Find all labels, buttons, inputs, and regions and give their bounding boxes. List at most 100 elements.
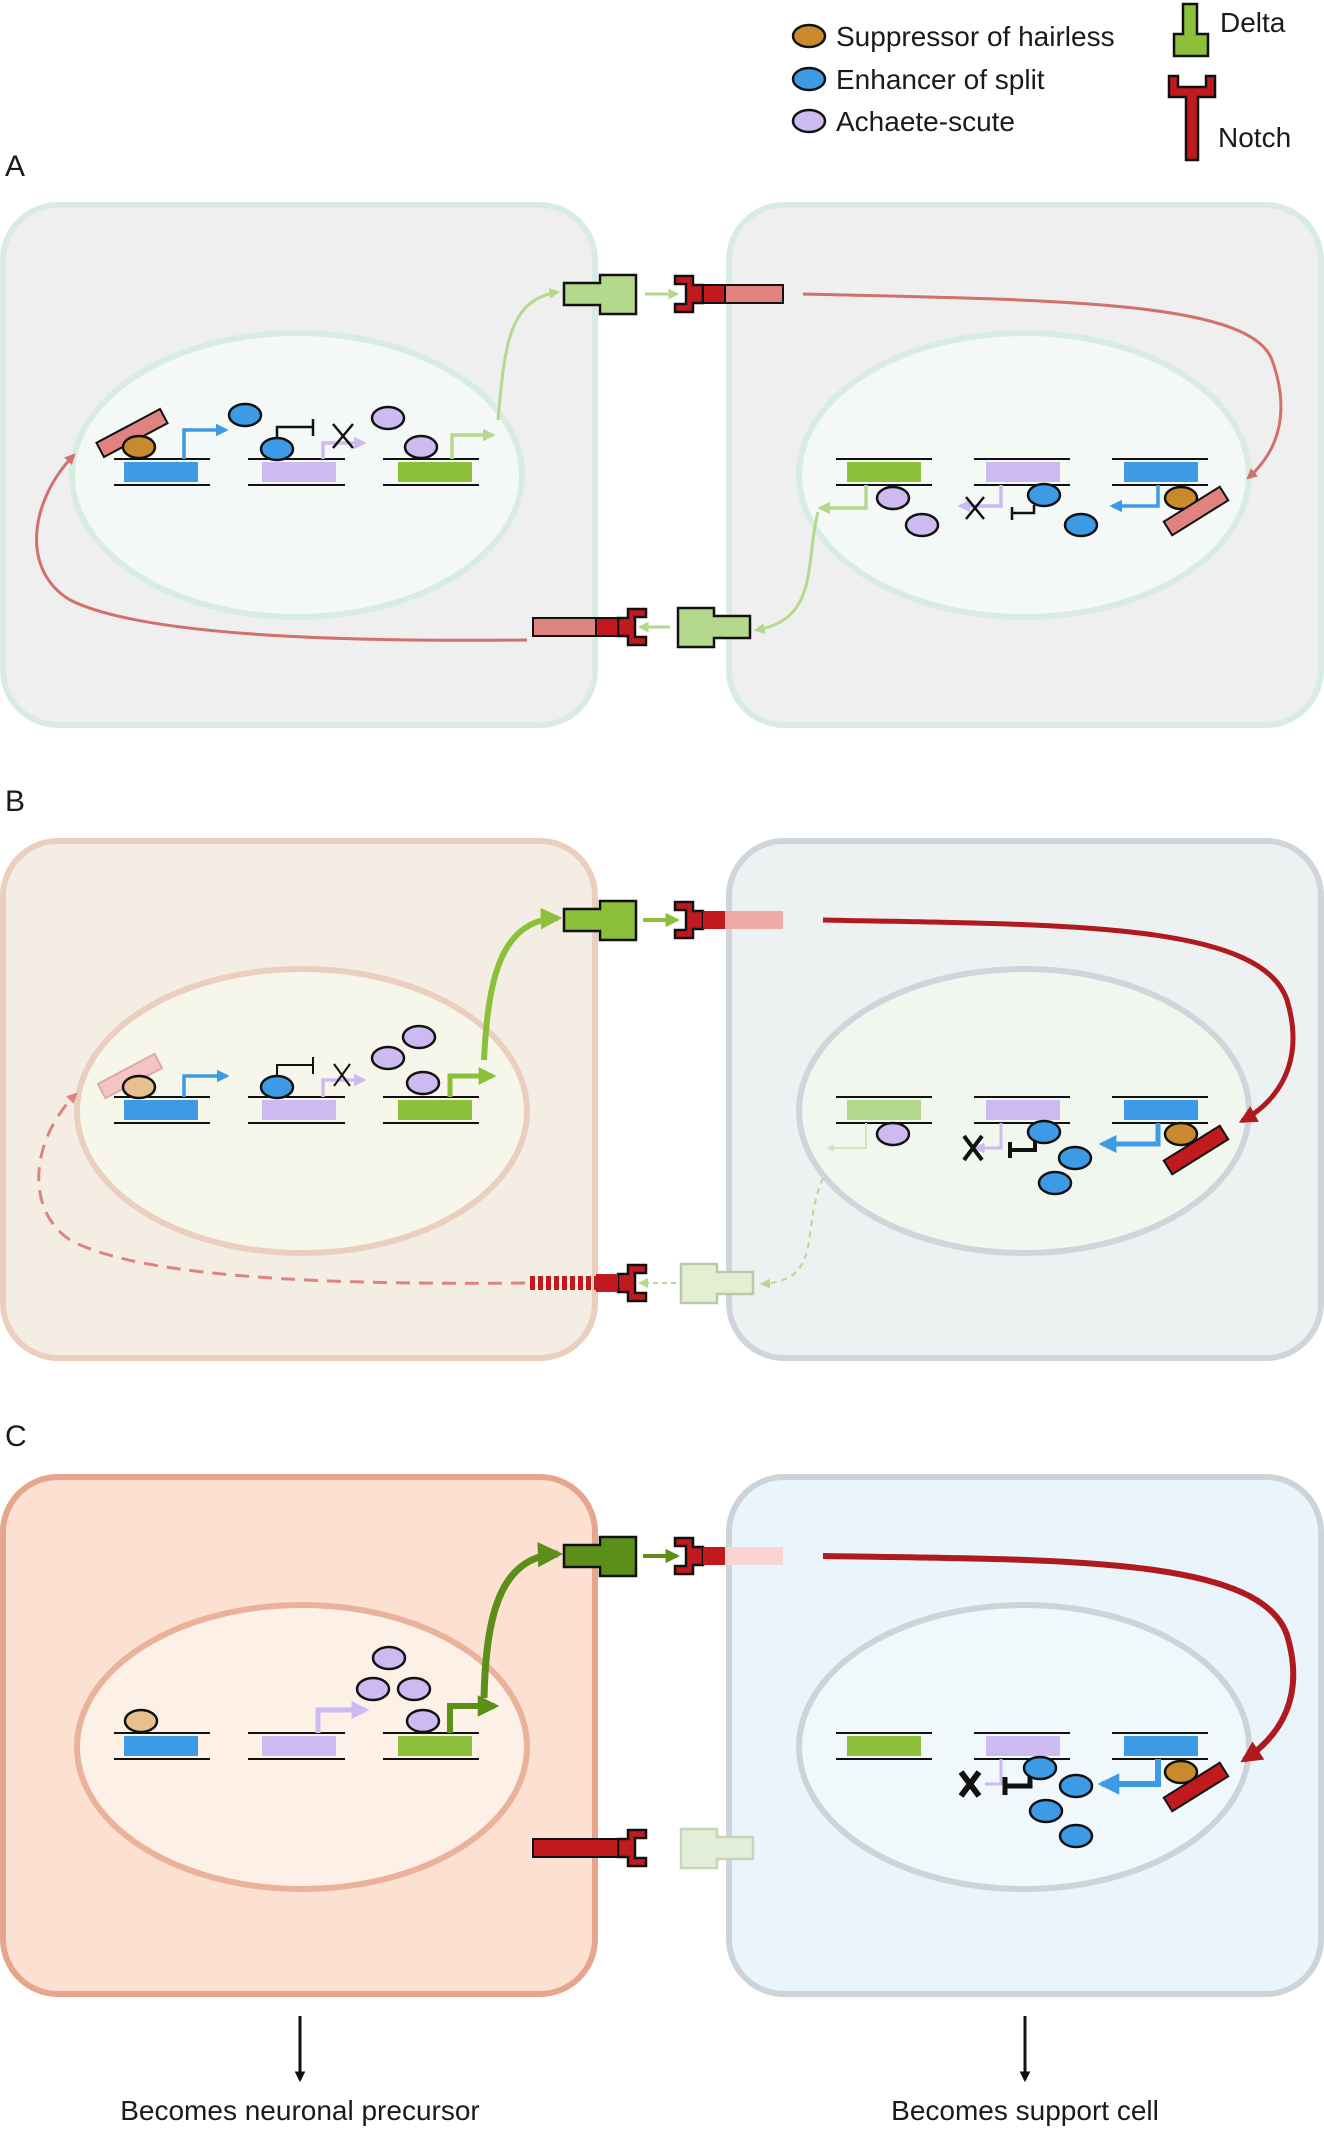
legend-label-enhancer: Enhancer of split <box>836 64 1045 95</box>
delta-export-arrow <box>481 907 563 1061</box>
enhancer-protein <box>227 402 263 428</box>
notch-signal-arrow <box>35 453 528 642</box>
blocked-x-icon <box>332 423 354 449</box>
notch-receptor-icon <box>673 900 705 940</box>
enhancer-protein <box>1026 482 1062 508</box>
blocked-x-icon <box>962 1134 984 1162</box>
enhancer-protein <box>1057 1145 1093 1171</box>
panel-label-c: C <box>5 1420 27 1453</box>
panel-label-b: B <box>5 785 25 818</box>
notch-intracellular-fragment <box>1162 1761 1230 1813</box>
notch-intracellular-fragment <box>1162 1124 1230 1176</box>
delta-export-arrow <box>496 288 561 421</box>
enhancer-protein <box>259 436 295 462</box>
suppressor-protein <box>123 1708 159 1734</box>
delta-ligand-icon <box>676 606 752 649</box>
notch-receptor-icon <box>673 274 705 314</box>
achaete-protein <box>401 1024 437 1050</box>
panel-label-a: A <box>5 150 25 183</box>
repression-bar <box>276 1057 314 1076</box>
achaete-protein <box>875 485 911 511</box>
notch-signal-arrow <box>37 1092 526 1285</box>
panel-c: C <box>0 1420 1324 1997</box>
notch-receptor-icon <box>673 1536 705 1576</box>
achaete-protein <box>370 1045 406 1071</box>
notch-signal-arrow <box>822 1553 1297 1763</box>
legend-item-suppressor: Suppressor of hairless <box>791 21 1115 52</box>
enhancer-protein <box>1028 1798 1064 1824</box>
achaete-swatch <box>791 108 827 134</box>
achaete-protein <box>405 1708 441 1734</box>
achaete-protein <box>405 1070 441 1096</box>
achaete-gene <box>973 1096 1070 1154</box>
notch-signal-arrow <box>802 292 1283 480</box>
suppressor-protein <box>1163 1759 1199 1785</box>
delta-gene <box>383 1695 500 1760</box>
notch-tail <box>532 1838 619 1858</box>
delta-ligand-icon <box>679 1262 755 1305</box>
panel-b: B <box>0 785 1324 1361</box>
legend-item-enhancer: Enhancer of split <box>791 64 1045 95</box>
suppressor-protein <box>1163 1121 1199 1147</box>
notch-receptor-icon <box>616 607 648 647</box>
delta-gene <box>817 458 932 515</box>
enhancer-protein <box>1058 1823 1094 1849</box>
delta-legend-icon <box>1172 2 1210 58</box>
suppressor-protein <box>1163 485 1199 511</box>
suppressor-protein <box>121 1074 157 1100</box>
suppressor-protein <box>121 434 157 460</box>
achaete-protein <box>355 1676 391 1702</box>
enhancer-protein <box>1058 1773 1094 1799</box>
enhancer-gene <box>1098 1096 1208 1153</box>
delta-gene <box>836 1732 932 1760</box>
enhancer-swatch <box>791 66 827 92</box>
enhancer-gene <box>1109 458 1208 513</box>
delta-gene <box>383 428 496 486</box>
delta-export-arrow <box>480 1542 564 1699</box>
achaete-protein <box>371 1645 407 1671</box>
enhancer-protein <box>1026 1119 1062 1145</box>
notch-tail <box>702 284 726 304</box>
repression-bar <box>275 419 315 437</box>
delta-ligand-icon <box>562 273 638 316</box>
blocked-x-icon <box>965 496 985 520</box>
delta-ligand-icon <box>562 1535 638 1578</box>
notch-tail <box>596 1274 618 1292</box>
notch-legend-icon <box>1167 74 1217 162</box>
enhancer-gene <box>114 1732 210 1760</box>
notch-tail <box>595 617 619 637</box>
notch-intracellular-fragment <box>725 911 783 929</box>
legend-label-notch: Notch <box>1218 122 1291 153</box>
enhancer-protein <box>1022 1755 1058 1781</box>
enhancer-gene <box>1097 1732 1208 1795</box>
outcome-right-label: Becomes support cell <box>891 2095 1159 2126</box>
delta-ligand-icon <box>679 1827 755 1870</box>
delta-ligand-icon <box>562 899 638 942</box>
suppressor-swatch <box>791 23 827 49</box>
achaete-protein <box>403 434 439 460</box>
enhancer-protein <box>259 1074 295 1100</box>
legend-label-delta: Delta <box>1220 7 1286 38</box>
notch-intracellular-fragment <box>1162 485 1230 537</box>
legend-item-notch: Notch <box>1167 74 1291 162</box>
achaete-gene <box>248 1073 367 1124</box>
achaete-protein <box>875 1121 911 1147</box>
outcome-left-label: Becomes neuronal precursor <box>120 2095 480 2126</box>
notch-tail <box>703 1547 725 1565</box>
achaete-gene <box>974 1732 1070 1786</box>
delta-export-arrow <box>753 511 820 634</box>
enhancer-protein <box>1037 1170 1073 1196</box>
delta-gene <box>826 1096 932 1152</box>
notch-intracellular-fragment <box>724 284 784 304</box>
achaete-protein <box>396 1676 432 1702</box>
panel-a: A <box>0 150 1324 728</box>
legend-item-delta: Delta <box>1172 2 1286 58</box>
enhancer-protein <box>1063 512 1099 538</box>
legend-label-achaete: Achaete-scute <box>836 106 1015 137</box>
achaete-protein <box>904 512 940 538</box>
legend-item-achaete: Achaete-scute <box>791 106 1015 137</box>
outcomes: Becomes neuronal precursor Becomes suppo… <box>120 2016 1159 2126</box>
legend: Suppressor of hairless Enhancer of split… <box>791 2 1291 162</box>
